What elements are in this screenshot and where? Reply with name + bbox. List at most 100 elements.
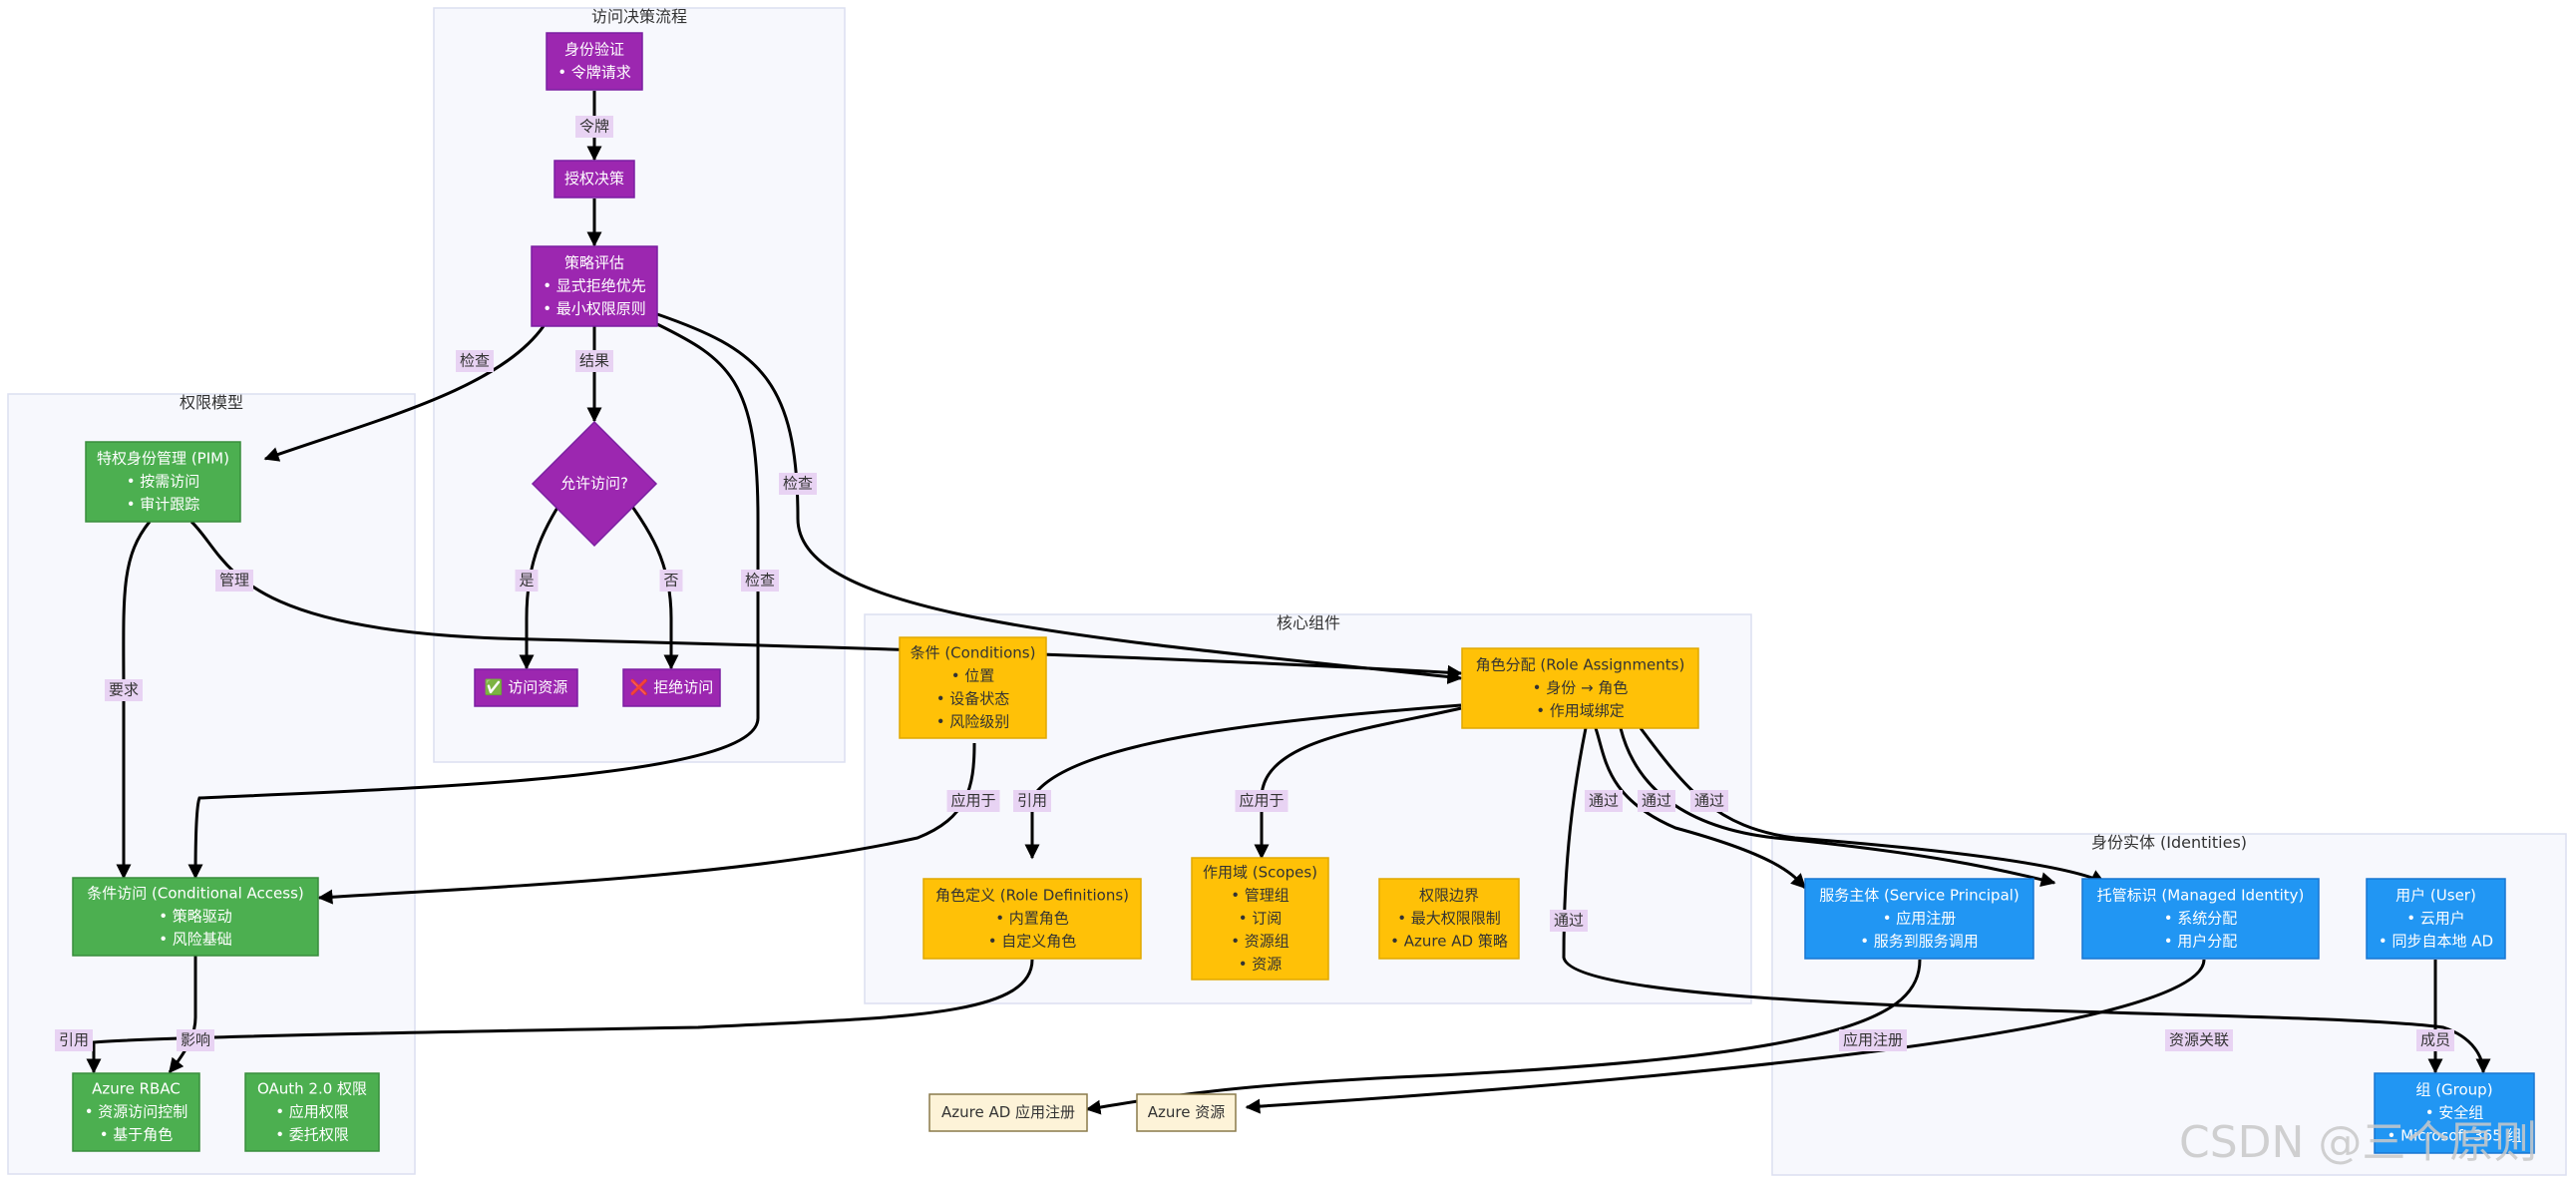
node-label-line: ❌ 拒绝访问 xyxy=(630,678,713,696)
node-shape xyxy=(546,32,643,91)
node-shape xyxy=(2081,878,2320,960)
node-shape xyxy=(928,1093,1088,1132)
edge-label-via-user: 通过 xyxy=(1694,792,1724,810)
node-authz: 授权决策 xyxy=(553,160,635,198)
node-user: 用户 (User)• 云用户• 同步自本地 AD xyxy=(2366,878,2506,960)
node-label-line: 组 (Group) xyxy=(2415,1081,2492,1099)
edge-label-bg xyxy=(515,570,539,592)
edge-label-check-pim: 检查 xyxy=(460,352,490,370)
node-azure-rbac: Azure RBAC • 资源访问控制 • 基于角色 xyxy=(72,1072,200,1152)
node-azure-resource: Azure 资源 xyxy=(1136,1093,1237,1132)
edge-connector xyxy=(656,312,1463,684)
node-group: 组 (Group)• 安全组• Microsoft 365 组 xyxy=(2374,1072,2535,1154)
edge-label-resource-link: 资源关联 xyxy=(2169,1031,2229,1049)
node-label-line: • 委托权限 xyxy=(275,1126,349,1144)
node-label-line: • 风险基础 xyxy=(159,931,232,949)
edge-label-apply-scope: 应用于 xyxy=(1239,792,1284,810)
edge-label-bg xyxy=(1638,790,1675,812)
node-label-line: • 安全组 xyxy=(2425,1104,2484,1122)
node-shape xyxy=(1136,1093,1237,1132)
node-shape xyxy=(622,668,721,707)
node-label-line: • 风险级别 xyxy=(936,713,1010,731)
node-label-line: • 用户分配 xyxy=(2164,933,2238,951)
node-shape xyxy=(1804,878,2034,960)
cluster-title-identities: 身份实体 (Identities) xyxy=(2091,833,2247,852)
node-label-line: 条件 (Conditions) xyxy=(911,644,1036,662)
node-label-line: • 设备状态 xyxy=(936,690,1010,708)
node-managed-identity: 托管标识 (Managed Identity)• 系统分配• 用户分配 xyxy=(2081,878,2320,960)
edge-connector xyxy=(1594,727,1807,890)
node-shape xyxy=(2366,878,2506,960)
edge-label-bg xyxy=(456,350,494,372)
edge-label-bg xyxy=(1690,790,1728,812)
node-label-line: 条件访问 (Conditional Access) xyxy=(87,885,304,903)
edge-connector xyxy=(1245,959,2206,1114)
node-label-line: • 基于角色 xyxy=(100,1126,174,1144)
node-label-line: 授权决策 xyxy=(564,170,624,188)
node-label-line: • 资源访问控制 xyxy=(85,1103,188,1121)
node-label-line: • 令牌请求 xyxy=(557,64,631,82)
node-shape xyxy=(922,878,1142,960)
node-label-line: • 系统分配 xyxy=(2164,910,2238,928)
edge-connector xyxy=(263,325,546,462)
cluster-title-core-components: 核心组件 xyxy=(1277,613,1340,632)
edge-label-result: 结果 xyxy=(579,352,609,370)
edge-label-yes: 是 xyxy=(519,572,534,590)
edge-label-token: 令牌 xyxy=(579,118,609,136)
edge-label-bg xyxy=(575,116,613,138)
node-label-line: • 资源 xyxy=(1239,956,1283,974)
node-label-line: 身份验证 xyxy=(564,41,624,59)
node-label-line: • 审计跟踪 xyxy=(127,496,200,514)
node-label-line: • 内置角色 xyxy=(995,910,1069,928)
node-pim: 特权身份管理 (PIM)• 按需访问• 审计跟踪 xyxy=(85,441,241,523)
node-conditional-access: 条件访问 (Conditional Access)• 策略驱动• 风险基础 xyxy=(72,877,319,957)
node-label-line: • 资源组 xyxy=(1231,933,1289,951)
edge-label-member: 成员 xyxy=(2420,1031,2450,1049)
node-label-line: 允许访问? xyxy=(560,475,628,493)
node-label-line: • 订阅 xyxy=(1239,910,1283,928)
node-label-line: • Azure AD 策略 xyxy=(1390,933,1508,951)
node-label-line: • 显式拒绝优先 xyxy=(543,277,646,295)
node-shape xyxy=(85,441,241,523)
edge-label-ref-roledef: 引用 xyxy=(1017,792,1047,810)
edge-label-bg xyxy=(177,1029,214,1051)
node-label-line: • 位置 xyxy=(951,667,995,685)
node-label-line: • 最大权限限制 xyxy=(1397,910,1501,928)
edge-label-via-group: 通过 xyxy=(1554,912,1584,930)
node-label-line: 角色定义 (Role Definitions) xyxy=(935,887,1129,905)
node-label-line: • 应用注册 xyxy=(1883,910,1957,928)
watermark: CSDN @三个原则 xyxy=(2179,1117,2537,1168)
edge-connector xyxy=(1619,727,2056,888)
node-oauth: OAuth 2.0 权限 • 应用权限 • 委托权限 xyxy=(244,1072,380,1152)
node-label-line: 服务主体 (Service Principal) xyxy=(1819,887,2020,905)
edge-label-affect: 影响 xyxy=(181,1031,210,1049)
node-label-line: 作用域 (Scopes) xyxy=(1203,864,1317,882)
node-label-line: • 管理组 xyxy=(1231,887,1289,905)
edge-label-bg xyxy=(2416,1029,2454,1051)
edge-label-require: 要求 xyxy=(109,681,139,699)
node-label-line: • 最小权限原则 xyxy=(543,300,646,318)
node-label-line: 角色分配 (Role Assignments) xyxy=(1476,656,1685,674)
edge-label-bg xyxy=(2165,1029,2233,1051)
edge-connector xyxy=(1254,706,1462,860)
node-label-line: • 云用户 xyxy=(2406,910,2465,928)
node-label-line: 用户 (User) xyxy=(2395,887,2476,905)
node-label-line: Azure AD 应用注册 xyxy=(941,1103,1075,1121)
node-shape xyxy=(899,636,1047,739)
node-label-line: • 应用权限 xyxy=(275,1103,349,1121)
node-shape xyxy=(1378,878,1520,960)
edge-label-bg xyxy=(1013,790,1051,812)
node-shape xyxy=(474,668,578,707)
node-access-resource: ✅ 访问资源 xyxy=(474,668,578,707)
node-label-line: OAuth 2.0 权限 xyxy=(257,1080,367,1098)
edge-label-bg xyxy=(1550,910,1588,932)
node-shape xyxy=(1461,647,1699,729)
node-label-line: • 作用域绑定 xyxy=(1536,702,1625,720)
node-label-line: Azure RBAC xyxy=(92,1080,181,1098)
cluster-decision-flow xyxy=(433,7,846,763)
edge-label-via-mi: 通过 xyxy=(1642,792,1671,810)
edge-label-bg xyxy=(659,570,683,592)
node-shape xyxy=(2374,1072,2535,1154)
cluster-title-permission-model: 权限模型 xyxy=(180,393,243,412)
node-shape xyxy=(1191,857,1329,981)
